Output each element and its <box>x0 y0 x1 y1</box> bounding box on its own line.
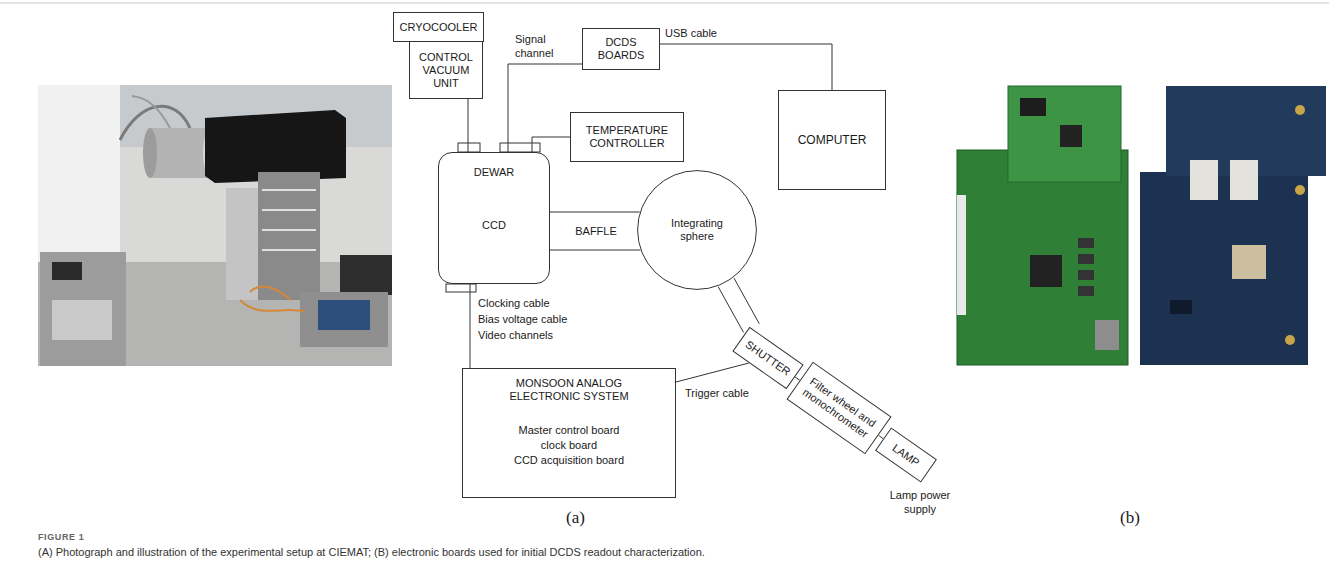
dewar-port <box>500 143 540 152</box>
photo-pcb <box>318 300 370 330</box>
photo-rack <box>258 172 320 300</box>
equipment-box: COMPUTER <box>778 90 886 190</box>
node-text: DEWAR <box>474 166 515 179</box>
equipment-box: DEWAR CCD <box>438 152 550 284</box>
photo-cable <box>250 287 290 300</box>
blue-board <box>1140 172 1308 365</box>
node-text: DCDS BOARDS <box>587 36 655 62</box>
photo-instrument-screen <box>52 262 82 280</box>
board-chip <box>1078 238 1094 248</box>
panel-letter: (b) <box>1120 508 1140 528</box>
photo-monitor <box>38 85 120 262</box>
connector <box>468 99 469 152</box>
note-label: Clocking cable <box>478 296 550 310</box>
note-label: Video channels <box>478 328 553 342</box>
top-rule <box>0 3 1329 4</box>
connector <box>660 44 832 90</box>
photo-cable <box>240 300 305 312</box>
connector-label: BAFFLE <box>569 224 623 238</box>
dewar-port <box>446 284 476 292</box>
equipment-box: Filter wheel and monochrometer <box>787 362 892 455</box>
photo-instrument <box>52 300 112 340</box>
note-label: Bias voltage cable <box>478 312 567 326</box>
note-label: Lamp power supply <box>884 488 956 516</box>
photo-vacuum-chamber <box>150 128 212 178</box>
board-chip <box>1030 255 1062 287</box>
lab-photo <box>38 85 392 366</box>
board-chip <box>1060 125 1082 147</box>
board-chip <box>1078 286 1094 296</box>
connector-label: USB cable <box>664 26 718 40</box>
photo-keyboard <box>340 255 392 295</box>
boards-photo <box>957 86 1326 365</box>
photo-rack-slat <box>262 229 316 231</box>
node-text: CCD <box>482 219 506 232</box>
board-connector <box>957 195 966 315</box>
node-text: Filter wheel and monochrometer <box>797 373 882 444</box>
node-text: SHUTTER <box>743 338 793 378</box>
photo-rack-slat <box>262 209 316 211</box>
photo-box <box>300 292 388 347</box>
equipment-box: LAMP <box>875 427 937 482</box>
photo-chassis <box>226 188 260 300</box>
board-connector <box>1190 160 1218 200</box>
photo-flange <box>143 128 157 178</box>
connector <box>470 284 471 368</box>
connector <box>550 212 640 250</box>
connector <box>532 137 570 152</box>
node-text: clock board <box>541 438 597 453</box>
board-chip <box>1232 245 1266 279</box>
figure-caption: (A) Photograph and illustration of the e… <box>38 546 705 559</box>
sma-connector <box>1295 105 1305 115</box>
photo-rack-slat <box>262 249 316 251</box>
node-text: TEMPERATURE CONTROLLER <box>575 124 679 150</box>
connector-label: Trigger cable <box>684 386 750 400</box>
dewar-port <box>458 143 480 152</box>
board-component <box>1095 320 1119 350</box>
photo-instrument <box>40 252 126 366</box>
photo-rack-slat <box>262 189 316 191</box>
node-text: Integrating sphere <box>657 217 737 243</box>
panel-letter: (a) <box>566 508 585 528</box>
sma-connector <box>1285 335 1295 345</box>
board-chip <box>1078 254 1094 264</box>
equipment-box: TEMPERATURE CONTROLLER <box>570 112 684 162</box>
board-chip <box>1078 270 1094 280</box>
photo-ground <box>38 85 392 366</box>
figure-number: FIGURE 1 <box>38 532 84 543</box>
equipment-box: SHUTTER <box>732 327 803 389</box>
board-connector <box>1020 98 1046 116</box>
photo-cable <box>132 96 170 128</box>
node-text: LAMP <box>890 441 922 469</box>
sma-connector <box>1295 185 1305 195</box>
connector <box>718 278 759 332</box>
equipment-box: CRYOCOOLER <box>393 12 484 42</box>
node-text: COMPUTER <box>798 134 867 147</box>
sphere-node: Integrating sphere <box>637 170 757 290</box>
circle-outline <box>638 171 757 290</box>
node-text: MONSOON ANALOG ELECTRONIC SYSTEM <box>504 377 634 403</box>
connector-label: Signal channel <box>514 32 566 60</box>
board-connector <box>1230 160 1258 200</box>
equipment-box: MONSOON ANALOG ELECTRONIC SYSTEM Master c… <box>462 368 676 498</box>
green-board <box>1008 86 1121 182</box>
node-text: Master control board <box>519 423 620 438</box>
board-chip <box>1170 300 1192 314</box>
node-text: CONTROL VACUUM UNIT <box>414 51 478 90</box>
node-text: CRYOCOOLER <box>399 21 477 34</box>
equipment-box: DCDS BOARDS <box>582 28 660 70</box>
connector <box>676 363 749 382</box>
equipment-box: CONTROL VACUUM UNIT <box>409 41 483 99</box>
node-text: CCD acquisition board <box>514 453 624 468</box>
